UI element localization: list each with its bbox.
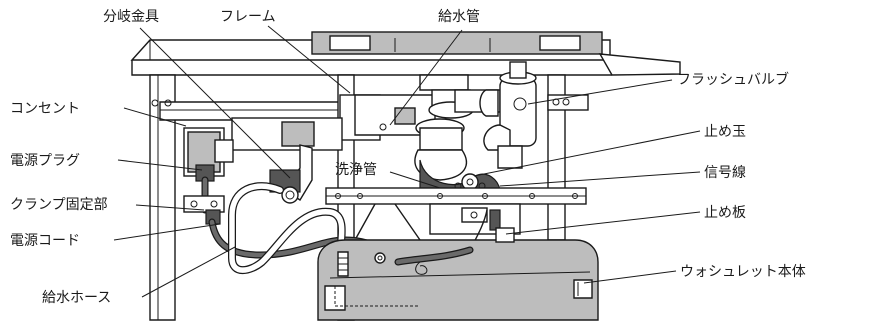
leader-signal-wire xyxy=(499,171,701,187)
leader-stopper-ball xyxy=(473,130,701,177)
label-signal-wire: 信号線 xyxy=(704,165,746,181)
illustration xyxy=(130,31,681,321)
supply-pipe xyxy=(231,94,436,204)
washlet-body-shape xyxy=(317,239,599,321)
label-supply-hose: 給水ホース xyxy=(42,290,111,306)
top-panel xyxy=(130,31,681,76)
leader-stop-plate xyxy=(505,211,701,235)
label-frame: フレーム xyxy=(220,9,276,25)
leader-lines xyxy=(113,25,701,298)
leader-supply-pipe xyxy=(389,29,463,126)
leader-flush-valve xyxy=(527,79,673,105)
outlet xyxy=(183,127,234,214)
label-clamp-fixing: クランプ固定部 xyxy=(10,197,108,213)
leader-frame xyxy=(267,25,351,94)
label-supply-pipe: 給水管 xyxy=(438,9,480,25)
leader-supply-hose xyxy=(141,246,236,298)
leader-power-plug xyxy=(117,159,203,171)
wash-pipe xyxy=(419,159,501,191)
cross-bar xyxy=(325,187,587,241)
leader-branch-fitting xyxy=(139,27,291,179)
leader-clamp-fixing xyxy=(135,204,205,211)
label-washlet-body: ウォシュレット本体 xyxy=(680,264,806,280)
labels: 分岐金具 フレーム 給水管 フラッシュバルブ コンセント 止め玉 電源プラグ 洗… xyxy=(10,9,806,306)
label-stopper-ball: 止め玉 xyxy=(704,124,746,140)
label-outlet: コンセント xyxy=(10,101,80,117)
label-stop-plate: 止め板 xyxy=(704,205,746,221)
label-power-cord: 電源コード xyxy=(10,233,80,249)
label-power-plug: 電源プラグ xyxy=(10,153,80,169)
leader-wash-pipe xyxy=(389,171,441,189)
label-branch-fitting: 分岐金具 xyxy=(103,9,159,25)
leader-washlet-body xyxy=(583,270,677,284)
flush-valve xyxy=(414,61,537,181)
label-wash-pipe: 洗浄管 xyxy=(335,162,377,178)
leader-power-cord xyxy=(113,223,221,241)
label-flush-valve: フラッシュバルブ xyxy=(677,71,789,88)
stop-plate xyxy=(495,227,515,243)
leader-outlet xyxy=(123,107,187,127)
